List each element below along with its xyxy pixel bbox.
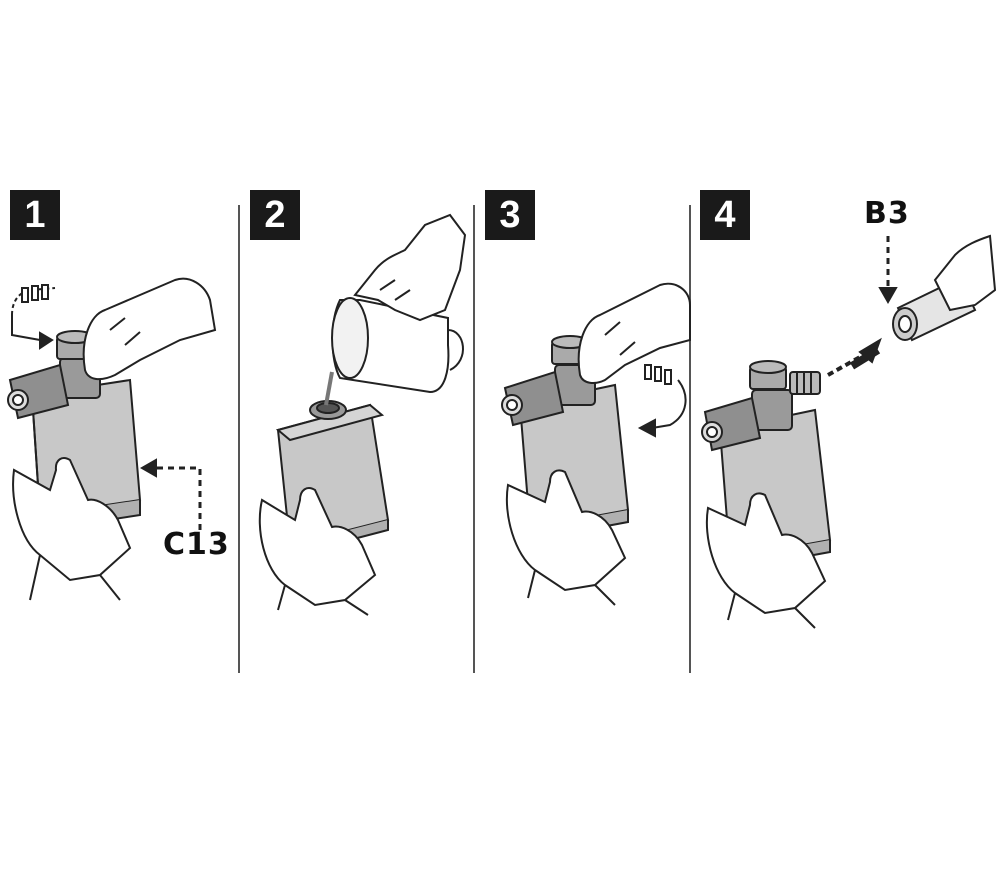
step-3-badge: 3 — [485, 190, 535, 240]
divider-2-3 — [473, 205, 475, 673]
rotate-arrow-icon — [651, 379, 687, 429]
step-1-illustration — [7, 277, 217, 601]
divider-3-4 — [689, 205, 691, 673]
step-4-illustration — [701, 234, 997, 629]
step-4-badge: 4 — [700, 190, 750, 240]
bottom-hand — [505, 469, 627, 592]
liquid-stream — [324, 371, 334, 406]
step-3-illustration — [501, 282, 691, 606]
top-hand — [82, 277, 217, 381]
divider-1-2 — [238, 205, 240, 673]
step-2-illustration — [258, 213, 467, 616]
callout-c13-arrow — [150, 466, 202, 530]
callout-c13: C13 — [163, 527, 230, 562]
bottom-hand — [12, 457, 132, 582]
pouring-hand — [353, 213, 467, 322]
bottom-hand — [705, 492, 827, 615]
top-hand — [577, 282, 691, 384]
holding-hand — [933, 234, 997, 312]
step-2-badge: 2 — [250, 190, 300, 240]
step-1-badge: 1 — [10, 190, 60, 240]
callout-b3: B3 — [864, 196, 910, 231]
bottom-hand — [258, 487, 377, 607]
